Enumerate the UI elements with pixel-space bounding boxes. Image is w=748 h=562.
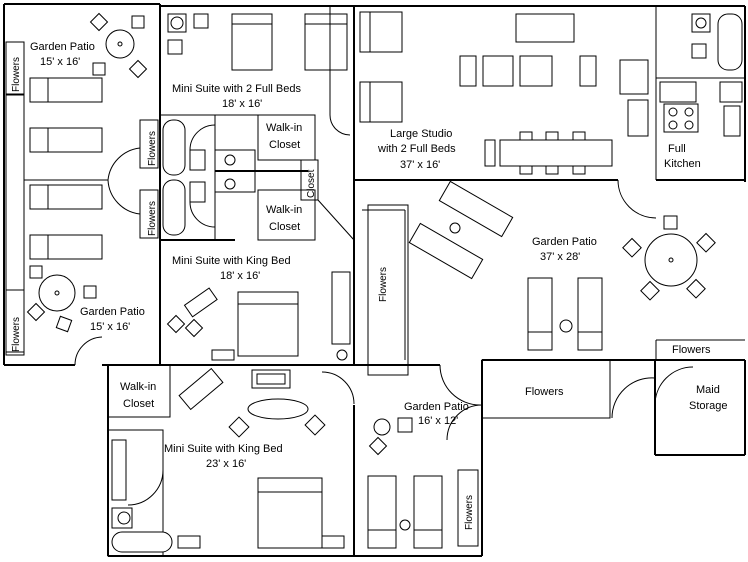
flowers-label: Flowers bbox=[147, 201, 158, 236]
mini-suite-king-middle: Mini Suite with King Bed 18' x 16' bbox=[166, 200, 355, 361]
room-size: 18' x 16' bbox=[220, 270, 260, 282]
flowers-label: Flowers bbox=[11, 57, 22, 92]
room-label: Garden Patio bbox=[532, 236, 597, 248]
room-label: Large Studio bbox=[390, 128, 452, 140]
room-label: Mini Suite with King Bed bbox=[164, 443, 283, 455]
room-label: Garden Patio bbox=[404, 401, 469, 413]
room-label: with 2 Full Beds bbox=[377, 143, 456, 155]
flowers-label: Flowers bbox=[147, 131, 158, 166]
room-label: Mini Suite with 2 Full Beds bbox=[172, 83, 301, 95]
flowers-label: Flowers bbox=[11, 317, 22, 352]
room-size: 23' x 16' bbox=[206, 458, 246, 470]
room-label: Full bbox=[668, 143, 686, 155]
maid-storage: Maid Storage bbox=[654, 366, 728, 412]
room-label: Storage bbox=[689, 400, 728, 412]
garden-patio-large: Flowers Flowers Garden Patio 37' x 28' bbox=[362, 180, 745, 406]
room-size: 37' x 16' bbox=[400, 159, 440, 171]
kitchen: Full Kitchen bbox=[655, 6, 745, 180]
large-studio: Large Studio with 2 Full Beds 37' x 16' bbox=[359, 11, 657, 219]
room-size: 15' x 16' bbox=[40, 56, 80, 68]
room-label: Maid bbox=[696, 384, 720, 396]
closet-label: Closet bbox=[269, 139, 300, 151]
room-label: Garden Patio bbox=[80, 306, 145, 318]
room-label: Kitchen bbox=[664, 158, 701, 170]
flowers-label: Flowers bbox=[672, 344, 711, 356]
closet-label: Walk-in bbox=[266, 204, 302, 216]
room-label: Flowers bbox=[525, 386, 564, 398]
closet-label: Walk-in bbox=[120, 381, 156, 393]
closet-label: Walk-in bbox=[266, 122, 302, 134]
flowers-box: Flowers bbox=[481, 359, 656, 419]
garden-patio-small: Flowers Garden Patio 16' x 12' bbox=[367, 401, 483, 549]
closet-label: Closet bbox=[269, 221, 300, 233]
garden-patio-bottom-left: Flowers Garden Patio 15' x 16' bbox=[5, 265, 145, 366]
closet-label: Closet bbox=[123, 398, 154, 410]
room-size: 16' x 12' bbox=[418, 415, 458, 427]
room-size: 15' x 16' bbox=[90, 321, 130, 333]
closet-label: Closet bbox=[306, 169, 317, 198]
flowers-label: Flowers bbox=[464, 495, 475, 530]
room-label: Mini Suite with King Bed bbox=[172, 255, 291, 267]
mini-suite-two-full-beds: Mini Suite with 2 Full Beds 18' x 16' bbox=[160, 6, 351, 136]
mini-suite-king-bottom: Walk-in Closet Mini Suite with King Bed … bbox=[107, 364, 355, 557]
room-size: 37' x 28' bbox=[540, 251, 580, 263]
bath-closet-block: Walk-in Closet Closet Walk-in Closet bbox=[159, 114, 355, 241]
garden-patio-top-left: Flowers Flowers Flowers Garden Patio 15'… bbox=[5, 12, 159, 356]
flowers-label: Flowers bbox=[378, 267, 389, 302]
room-size: 18' x 16' bbox=[222, 98, 262, 110]
room-label: Garden Patio bbox=[30, 41, 95, 53]
